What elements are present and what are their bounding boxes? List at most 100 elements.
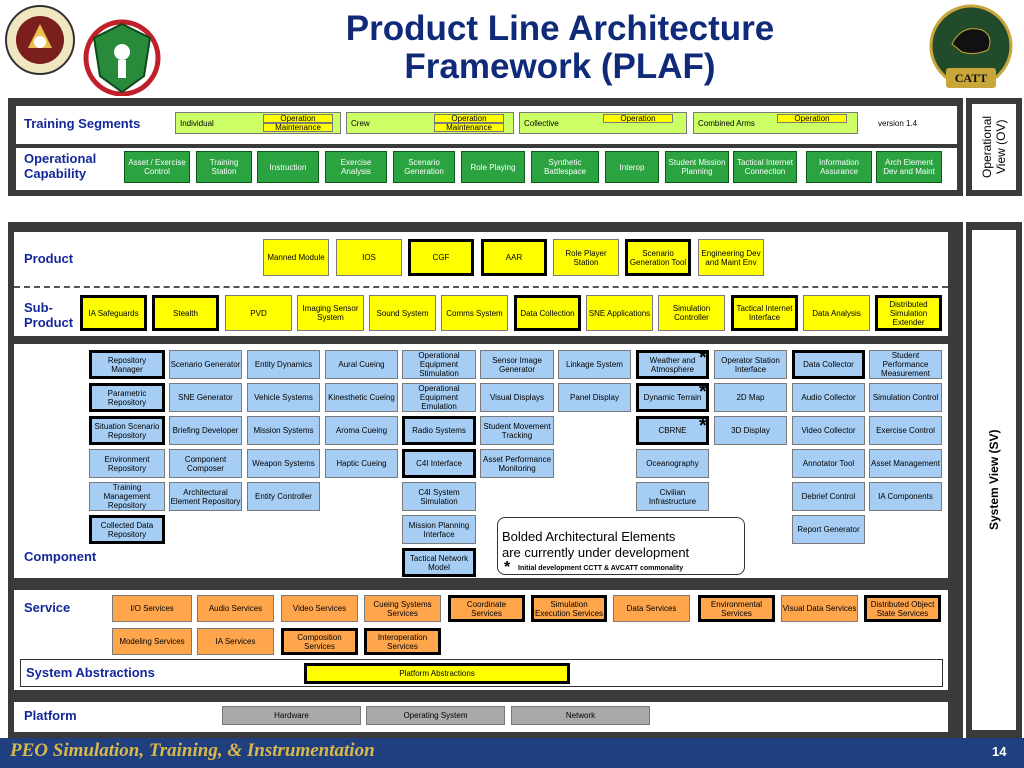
component-data-collector: Data Collector: [792, 350, 865, 379]
note-footnote: Initial development CCTT & AVCATT common…: [518, 565, 684, 572]
service-environmental-services: Environmental Services: [698, 595, 775, 622]
product-role-player-station: Role Player Station: [553, 239, 619, 276]
product-engineering-dev-and-maint-env: Engineering Dev and Maint Env: [698, 239, 764, 276]
capability-exercise-analysis: Exercise Analysis: [325, 151, 387, 183]
note-star: *: [504, 559, 511, 576]
service-data-services: Data Services: [613, 595, 690, 622]
system-abstractions-label: System Abstractions: [26, 665, 155, 680]
platform-operating-system: Operating System: [366, 706, 505, 725]
footer-text: PEO Simulation, Training, & Instrumentat…: [10, 740, 375, 761]
component-parametric-repository: Parametric Repository: [89, 383, 165, 412]
component-collected-data-repository: Collected Data Repository: [89, 515, 165, 544]
component-asset-management: Asset Management: [869, 449, 942, 478]
page-number: 14: [992, 744, 1007, 759]
segment-tag-operation: Operation: [263, 114, 333, 123]
subproduct-data-analysis: Data Analysis: [803, 295, 870, 331]
product-aar: AAR: [481, 239, 547, 276]
component-entity-controller: Entity Controller: [247, 482, 320, 511]
component-simulation-control: Simulation Control: [869, 383, 942, 412]
capability-arch-element-dev-and-maint: Arch Element Dev and Maint: [876, 151, 942, 183]
service-i-o-services: I/O Services: [112, 595, 192, 622]
subproduct-imaging-sensor-system: Imaging Sensor System: [297, 295, 364, 331]
capability-tactical-internet-connection: Tactical Internet Connection: [733, 151, 797, 183]
subproduct-data-collection: Data Collection: [514, 295, 581, 331]
service-composition-services: Composition Services: [281, 628, 358, 655]
component-2d-map: 2D Map: [714, 383, 787, 412]
component-linkage-system: Linkage System: [558, 350, 631, 379]
capability-instruction: Instruction: [257, 151, 319, 183]
component-sensor-image-generator: Sensor Image Generator: [480, 350, 554, 379]
component-operational-equipment-stimulation: Operational Equipment Stimulation: [402, 350, 476, 379]
subproduct-simulation-controller: Simulation Controller: [658, 295, 725, 331]
component-kinesthetic-cueing: Kinesthetic Cueing: [325, 383, 398, 412]
note-line-2: are currently under development: [502, 545, 690, 560]
component-training-management-repository: Training Management Repository: [89, 482, 165, 511]
service-distributed-object-state-services: Distributed Object State Services: [864, 595, 941, 622]
component-annotator-tool: Annotator Tool: [792, 449, 865, 478]
component-student-performance-measurement: Student Performance Measurement: [869, 350, 942, 379]
platform-abstractions-box: Platform Abstractions: [304, 663, 570, 684]
component-haptic-cueing: Haptic Cueing: [325, 449, 398, 478]
subproduct-comms-system: Comms System: [441, 295, 508, 331]
catt-logo: CATT: [922, 4, 1020, 92]
component-student-movement-tracking: Student Movement Tracking: [480, 416, 554, 445]
component-asset-performance-monitoring: Asset Performance Monitoring: [480, 449, 554, 478]
title-line-1: Product Line Architecture: [345, 9, 775, 48]
service-visual-data-services: Visual Data Services: [781, 595, 858, 622]
platform-label: Platform: [24, 708, 77, 723]
capability-interop: Interop: [605, 151, 659, 183]
component-debrief-control: Debrief Control: [792, 482, 865, 511]
component-operational-equipment-emulation: Operational Equipment Emulation: [402, 383, 476, 412]
service-ia-services: IA Services: [197, 628, 274, 655]
component-situation-scenario-repository: Situation Scenario Repository: [89, 416, 165, 445]
component-c4i-system-simulation: C4I System Simulation: [402, 482, 476, 511]
army-acquisition-corps-logo: [4, 4, 76, 76]
service-video-services: Video Services: [281, 595, 358, 622]
version-label: version 1.4: [878, 119, 918, 128]
component-ia-components: IA Components: [869, 482, 942, 511]
service-audio-services: Audio Services: [197, 595, 274, 622]
product-divider: [14, 286, 948, 288]
component-cbrne: CBRNE: [636, 416, 709, 445]
segment-tag-maintenance: Maintenance: [263, 123, 333, 132]
operational-capability-label: Operational Capability: [24, 151, 97, 181]
component-mission-systems: Mission Systems: [247, 416, 320, 445]
component-briefing-developer: Briefing Developer: [169, 416, 242, 445]
component-civilian-infrastructure: Civilian Infrastructure: [636, 482, 709, 511]
capability-student-mission-planning: Student Mission Planning: [665, 151, 729, 183]
component-mission-planning-interface: Mission Planning Interface: [402, 515, 476, 544]
component-label: Component: [24, 549, 97, 564]
capability-role-playing: Role Playing: [461, 151, 525, 183]
capability-training-station: Training Station: [196, 151, 252, 183]
subproduct-tactical-internet-interface: Tactical Internet Interface: [731, 295, 798, 331]
component-exercise-control: Exercise Control: [869, 416, 942, 445]
page-title: Product Line Architecture Framework (PLA…: [250, 10, 870, 86]
subproduct-sound-system: Sound System: [369, 295, 436, 331]
subproduct-label: Sub-Product: [24, 300, 74, 330]
platform-hardware: Hardware: [222, 706, 361, 725]
simulation-shield-logo: [80, 16, 164, 97]
component-environment-repository: Environment Repository: [89, 449, 165, 478]
system-view-label: System View (SV): [972, 230, 1016, 730]
title-line-2: Framework (PLAF): [404, 47, 716, 86]
component-visual-displays: Visual Displays: [480, 383, 554, 412]
component-video-collector: Video Collector: [792, 416, 865, 445]
component-aroma-cueing: Aroma Cueing: [325, 416, 398, 445]
subproduct-ia-safeguards: IA Safeguards: [80, 295, 147, 331]
subproduct-pvd: PVD: [225, 295, 292, 331]
asterisk-weather: *: [699, 347, 707, 369]
product-scenario-generation-tool: Scenario Generation Tool: [625, 239, 691, 276]
service-simulation-execution-services: Simulation Execution Services: [531, 595, 607, 622]
segment-tag-operation: Operation: [434, 114, 504, 123]
component-repository-manager: Repository Manager: [89, 350, 165, 379]
product-manned-module: Manned Module: [263, 239, 329, 276]
product-cgf: CGF: [408, 239, 474, 276]
component-oceanography: Oceanography: [636, 449, 709, 478]
asterisk-cbrne: *: [699, 415, 707, 437]
product-ios: IOS: [336, 239, 402, 276]
component-tactical-network-model: Tactical Network Model: [402, 548, 476, 577]
development-note: Bolded Architectural Elements are curren…: [497, 517, 745, 576]
capability-scenario-generation: Scenario Generation: [393, 151, 455, 183]
segment-tag-operation: Operation: [777, 114, 847, 123]
component-architectural-element-repository: Architectural Element Repository: [169, 482, 242, 511]
